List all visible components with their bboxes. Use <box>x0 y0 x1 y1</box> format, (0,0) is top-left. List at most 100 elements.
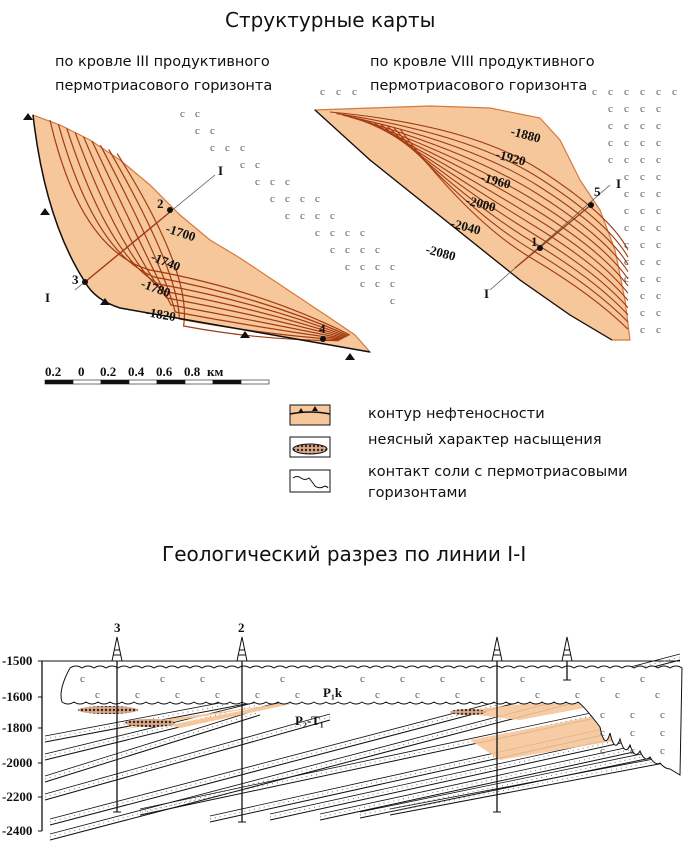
salt-symbol: c <box>390 261 395 273</box>
salt-symbol: c <box>225 142 230 154</box>
scale-tick: 0.2 <box>100 364 116 379</box>
salt-symbol: c <box>624 171 629 183</box>
salt-symbol: c <box>656 171 661 183</box>
salt-symbol: c <box>330 244 335 256</box>
salt-symbol: c <box>315 210 320 222</box>
salt-symbol: c <box>624 273 629 285</box>
salt-symbol: c <box>210 125 215 137</box>
contour-label: -1820 <box>144 304 176 324</box>
scale-unit: км <box>207 364 223 379</box>
scale-tick: 0 <box>78 364 85 379</box>
salt-symbol: c <box>360 244 365 256</box>
scale-bar: 0.2 0 0.2 0.4 0.6 0.8 км <box>44 364 270 385</box>
salt-symbol: c <box>608 103 613 115</box>
salt-symbol: c <box>195 125 200 137</box>
salt-symbol: c <box>135 689 140 701</box>
unclear-saturation-lens <box>125 719 175 727</box>
salt-symbol: c <box>330 210 335 222</box>
section-end-label: I <box>218 163 223 178</box>
scale-tick: 0.8 <box>184 364 201 379</box>
contour-line <box>99 144 342 340</box>
scale-segment <box>212 379 242 385</box>
salt-symbol: c <box>270 193 275 205</box>
salt-symbol: c <box>656 290 661 302</box>
derrick-icon <box>111 636 123 662</box>
salt-symbol: c <box>656 86 661 98</box>
salt-symbol: c <box>210 142 215 154</box>
contour-line <box>91 140 344 340</box>
well-label: 3 <box>114 620 121 635</box>
salt-symbol: c <box>640 239 645 251</box>
legend-label-oil: контур нефтеносности <box>368 406 545 422</box>
wells <box>111 636 573 823</box>
salt-symbol: c <box>255 176 260 188</box>
left-map-subtitle: по кровле III продуктивного пермотриасов… <box>55 50 272 98</box>
salt-symbol: c <box>295 689 300 701</box>
salt-symbol: c <box>315 193 320 205</box>
salt-symbol: c <box>320 86 325 98</box>
oil-contour-tooth-icon <box>40 208 50 215</box>
sandstone-dots <box>49 671 681 838</box>
legend-label-line2: горизонтами <box>368 485 467 501</box>
depth-tick: -1500 <box>2 653 33 668</box>
salt-symbol: c <box>195 108 200 120</box>
contour-line <box>342 114 629 265</box>
sandstone-dots <box>44 696 291 758</box>
salt-symbol: c <box>656 222 661 234</box>
salt-symbol: c <box>575 689 580 701</box>
salt-symbol: c <box>200 673 205 685</box>
salt-symbol: c <box>656 103 661 115</box>
section-oil-body <box>120 702 300 730</box>
salt-symbol: c <box>280 673 285 685</box>
section-title: Геологический разрез по линии I-I <box>162 542 527 566</box>
well-label: 1 <box>531 234 538 249</box>
salt-symbol: c <box>656 137 661 149</box>
salt-symbol: c <box>624 205 629 217</box>
stratum-boundary <box>44 713 331 795</box>
salt-symbol: c <box>360 261 365 273</box>
salt-symbol: c <box>640 154 645 166</box>
stratum-boundary <box>319 735 681 815</box>
salt-symbol: c <box>672 86 677 98</box>
salt-symbol: c <box>600 709 605 721</box>
salt-symbol: c <box>656 307 661 319</box>
stratum-boundary <box>359 751 681 819</box>
depth-tick: -2400 <box>2 823 33 838</box>
unit-label-salt: P₁k <box>323 685 343 700</box>
salt-symbol: c <box>656 188 661 200</box>
salt-symbol: c <box>608 137 613 149</box>
salt-symbol: c <box>215 689 220 701</box>
salt-symbol: c <box>660 745 665 757</box>
right-map-subtitle: по кровле VIII продуктивного пермотриасо… <box>370 50 595 98</box>
well-label: 2 <box>157 196 164 211</box>
scale-tick: 0.4 <box>128 364 145 379</box>
scale-tick: 0.6 <box>156 364 173 379</box>
depth-tick: -2000 <box>2 755 33 770</box>
well-label: 4 <box>319 321 326 336</box>
salt-symbol: c <box>608 154 613 166</box>
salt-symbol: c <box>640 137 645 149</box>
scale-segment <box>240 379 270 385</box>
depth-tick: -1600 <box>2 689 33 704</box>
salt-symbol: c <box>375 689 380 701</box>
left-section-line-oil <box>84 211 171 283</box>
salt-symbol: c <box>240 159 245 171</box>
depth-tick: -1800 <box>2 720 33 735</box>
salt-symbol: c <box>630 709 635 721</box>
contour-line <box>336 113 629 258</box>
sandstone-dots <box>209 714 681 820</box>
well-label: 2 <box>238 620 245 635</box>
stratum-boundary <box>44 708 261 777</box>
contour-line <box>329 111 629 251</box>
salt-symbol: c <box>608 120 613 132</box>
section-oil-body <box>450 700 620 760</box>
salt-symbol: c <box>390 278 395 290</box>
salt-symbol: c <box>345 227 350 239</box>
contour-line <box>361 119 629 287</box>
salt-symbol: c <box>455 689 460 701</box>
legend-symbol-salt-contact <box>289 469 331 493</box>
contour-line <box>399 129 629 330</box>
salt-symbol: c <box>656 273 661 285</box>
